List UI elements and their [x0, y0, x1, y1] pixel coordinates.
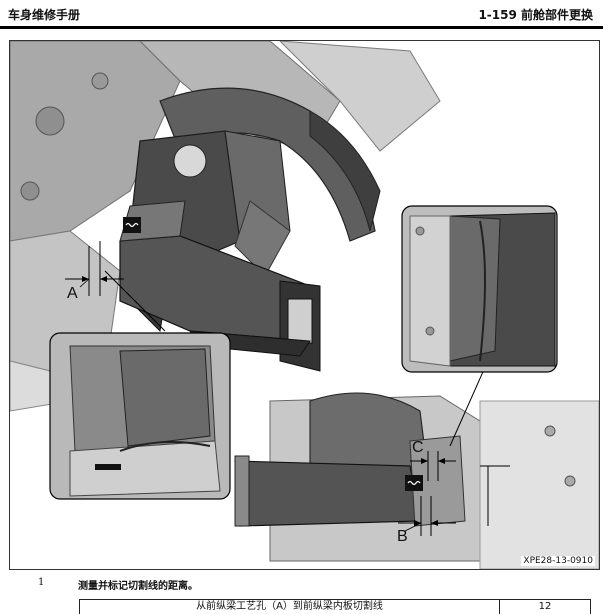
step-instruction: 测量并标记切割线的距离。 — [78, 581, 198, 592]
procedure-step: 1 测量并标记切割线的距离。 — [0, 577, 603, 593]
rail-side-view — [234, 392, 599, 569]
step-number: 1 — [38, 577, 45, 588]
cut-wave-icon-lower — [407, 480, 421, 486]
callout-a: A — [67, 285, 78, 302]
callout-c: C — [412, 439, 424, 456]
cut-marker-badge-lower — [405, 475, 423, 491]
detail-leader-left — [104, 270, 166, 332]
dimension-right — [480, 465, 510, 526]
callout-b: B — [397, 528, 408, 545]
page-reference: 1-159 前舱部件更换 — [478, 8, 593, 22]
cut-wave-icon — [125, 222, 139, 228]
measurement-value: 12 — [538, 601, 552, 612]
cut-marker-badge — [123, 217, 141, 233]
repair-illustration: A B C XPE28-13-0910 — [9, 40, 600, 570]
measurement-label: 从前纵梁工艺孔（A）到前纵梁内板切割线 — [80, 600, 500, 614]
detail-inset-left — [49, 332, 231, 500]
vehicle-structure-drawing — [10, 41, 599, 569]
figure-id: XPE28-13-0910 — [521, 556, 595, 566]
manual-title: 车身维修手册 — [8, 8, 81, 22]
detail-inset-right — [401, 205, 558, 373]
dimension-c — [410, 451, 456, 481]
dimension-a — [65, 241, 124, 296]
header-rule — [0, 26, 603, 29]
dimension-b — [398, 496, 456, 536]
